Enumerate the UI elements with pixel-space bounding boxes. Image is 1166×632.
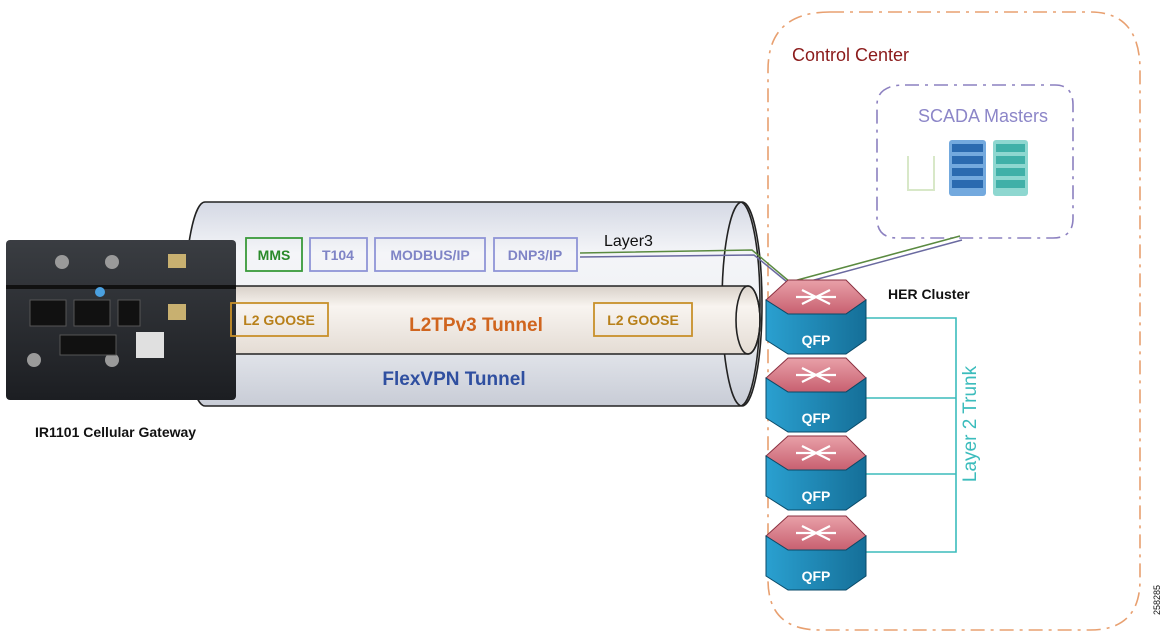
scada-server-icon xyxy=(907,140,1028,196)
protocol-t104: T104 xyxy=(309,237,368,272)
gateway-label: IR1101 Cellular Gateway xyxy=(35,424,196,440)
layer2-trunk-lines xyxy=(866,317,957,553)
svg-text:L2 GOOSE: L2 GOOSE xyxy=(607,312,679,328)
l2-goose-left: L2 GOOSE xyxy=(230,302,329,337)
svg-text:T104: T104 xyxy=(322,247,354,263)
router-1: QFP xyxy=(765,279,867,355)
router-qfp-label: QFP xyxy=(802,488,831,504)
control-center-boundary xyxy=(767,11,1141,631)
router-3: QFP xyxy=(765,435,867,511)
router-qfp-label: QFP xyxy=(802,568,831,584)
her-cluster-label: HER Cluster xyxy=(888,286,970,302)
layer3-link xyxy=(579,235,963,287)
svg-text:MMS: MMS xyxy=(258,247,291,263)
l2tpv3-tunnel-label: L2TPv3 Tunnel xyxy=(409,315,543,336)
router-2: QFP xyxy=(765,357,867,433)
svg-text:MODBUS/IP: MODBUS/IP xyxy=(390,247,469,263)
figure-id: 258285 xyxy=(1152,585,1162,615)
protocol-modbus: MODBUS/IP xyxy=(374,237,486,272)
flexvpn-tunnel-label: FlexVPN Tunnel xyxy=(382,369,525,390)
protocol-dnp3: DNP3/IP xyxy=(493,237,578,272)
scada-masters-boundary xyxy=(876,84,1074,239)
layer3-label: Layer3 xyxy=(604,233,653,250)
router-qfp-label: QFP xyxy=(802,410,831,426)
router-4: QFP xyxy=(765,515,867,591)
protocol-mms: MMS xyxy=(245,237,303,272)
svg-text:L2 GOOSE: L2 GOOSE xyxy=(243,312,315,328)
layer2-trunk-label: Layer 2 Trunk xyxy=(960,365,981,482)
l2-goose-right: L2 GOOSE xyxy=(593,302,693,337)
control-center-label: Control Center xyxy=(792,45,909,65)
scada-masters-label: SCADA Masters xyxy=(918,106,1048,126)
ir1101-gateway-device xyxy=(6,240,236,400)
router-qfp-label: QFP xyxy=(802,332,831,348)
svg-text:DNP3/IP: DNP3/IP xyxy=(508,247,562,263)
